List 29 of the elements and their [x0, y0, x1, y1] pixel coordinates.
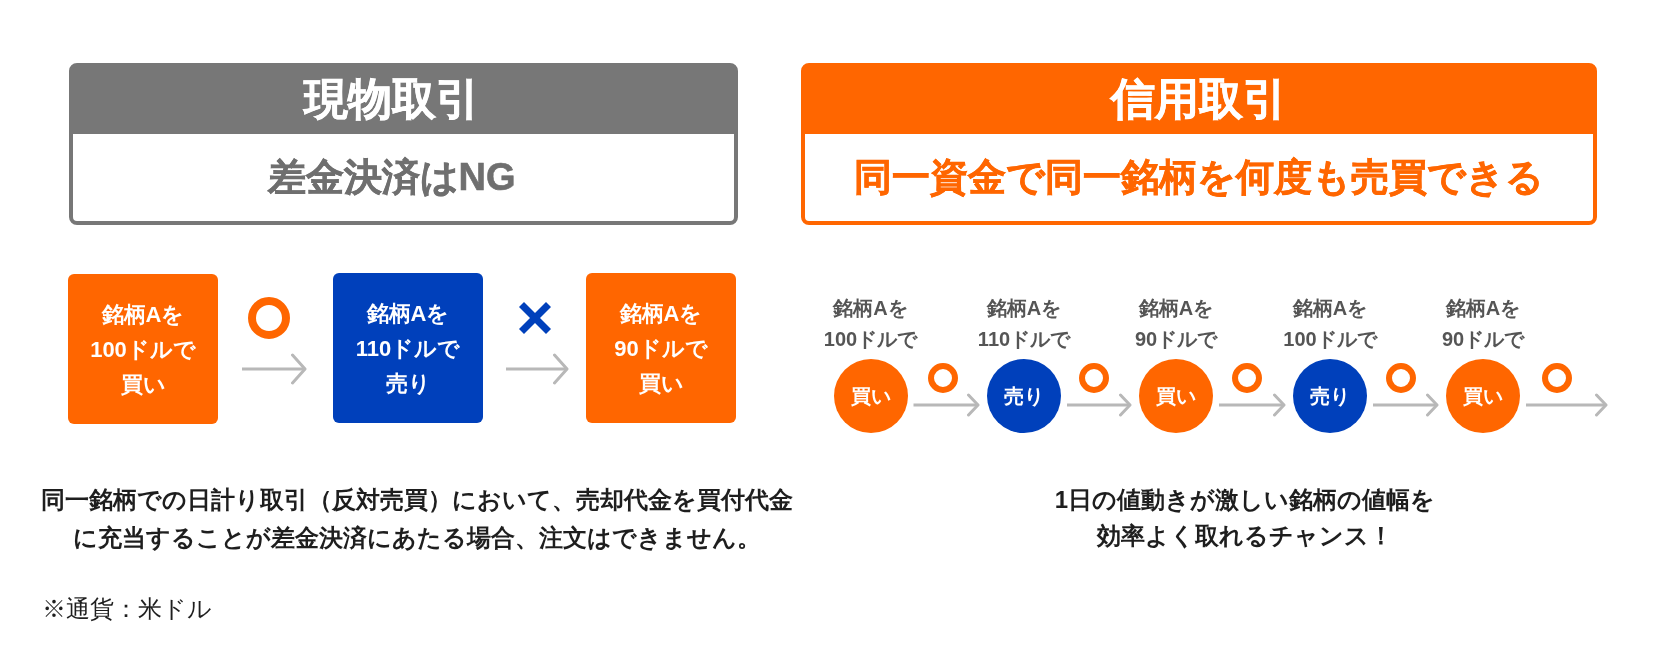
circle-label: 売り	[1004, 384, 1044, 408]
circle-label: 買い	[1156, 384, 1196, 408]
titled-panel	[69, 63, 738, 225]
circle-label: 買い	[850, 384, 891, 408]
panel-subtitle: 同一資金で同一銘柄を何度も売買できる	[854, 155, 1544, 201]
description-text: 1日の値動きが激しい銘柄の値幅を効率よく取れるチャンス！	[1053, 485, 1437, 551]
process-box: 銘柄Aを100ドルで買い	[68, 274, 218, 424]
step-caption: 銘柄Aを100ドルで	[822, 296, 919, 352]
step-caption: 銘柄Aを100ドルで	[1282, 296, 1379, 352]
arrow	[1526, 393, 1608, 417]
description-text: 同一銘柄での日計り取引（反対売買）において、売却代金を買付代金に充当することが差金決済にあたる場合、注文はできません。	[41, 485, 793, 553]
process-box: 銘柄Aを110ドルで売り	[333, 273, 483, 423]
footnote-text: ※通貨：米ドル	[42, 594, 212, 624]
arrow	[1067, 393, 1132, 417]
step-caption: 銘柄Aを90ドルで	[1133, 296, 1219, 352]
step-caption: 銘柄Aを90ドルで	[1440, 296, 1526, 352]
arrow	[1373, 393, 1439, 417]
panel-title: 現物取引	[303, 72, 480, 125]
process-box: 銘柄Aを90ドルで買い	[586, 273, 736, 423]
arrow	[506, 353, 569, 385]
circle-label: 売り	[1310, 384, 1350, 408]
step-caption: 銘柄Aを110ドルで	[976, 296, 1072, 352]
arrow	[1219, 393, 1286, 417]
arrow	[242, 353, 307, 385]
arrow	[913, 393, 980, 417]
titled-panel	[801, 63, 1597, 225]
circle-label: 買い	[1463, 384, 1503, 408]
panel-subtitle: 差金決済はNG	[267, 155, 516, 201]
panel-title: 信用取引	[1111, 72, 1287, 125]
